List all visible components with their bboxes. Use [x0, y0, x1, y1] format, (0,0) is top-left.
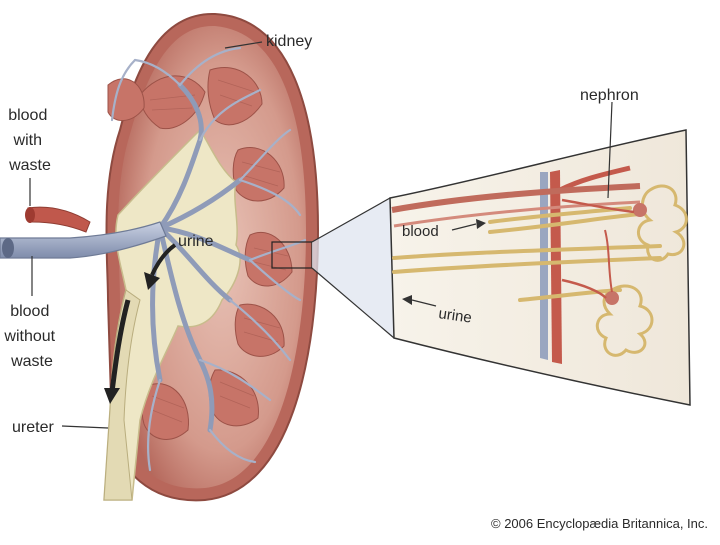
inset-vein [540, 172, 548, 360]
label-blood-with-waste: blood with waste [8, 107, 52, 174]
label-ureter: ureter [12, 419, 54, 436]
inset-artery [550, 170, 562, 364]
renal-artery [28, 207, 90, 232]
label-blood-without-waste: blood without waste [3, 303, 59, 370]
glomerulus-upper [633, 203, 647, 217]
label-blood-with-waste-line2: with [13, 132, 42, 149]
glomerulus-lower [605, 291, 619, 305]
label-blood-without-waste-line1: blood [10, 303, 49, 320]
label-nephron: nephron [580, 87, 639, 104]
label-blood-with-waste-line3: waste [8, 157, 51, 174]
ureter-leader [62, 426, 108, 428]
label-blood-inset: blood [402, 223, 439, 240]
copyright-credit: © 2006 Encyclopædia Britannica, Inc. [491, 516, 708, 531]
renal-vein-opening [2, 238, 14, 258]
label-kidney: kidney [266, 33, 312, 50]
zoom-inset [312, 130, 690, 405]
label-blood-without-waste-line3: waste [10, 353, 53, 370]
label-urine-kidney: urine [178, 233, 214, 250]
label-blood-with-waste-line1: blood [8, 107, 47, 124]
renal-artery-opening [25, 207, 35, 223]
label-blood-without-waste-line2: without [3, 328, 55, 345]
